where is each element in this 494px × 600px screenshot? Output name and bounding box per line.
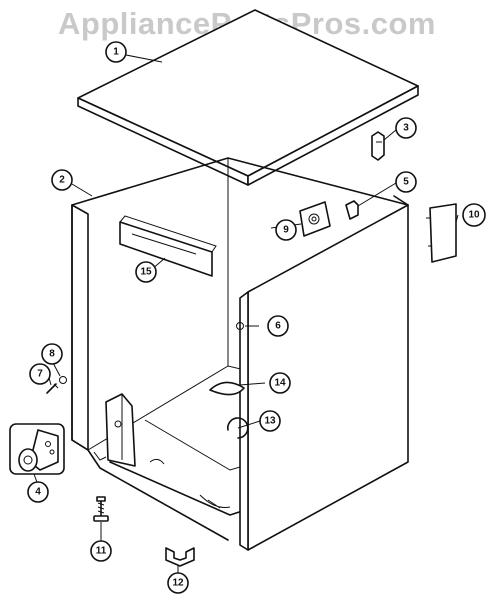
callout-13: 13 (259, 410, 281, 432)
callout-14-label: 14 (274, 378, 286, 389)
cabinet (71, 157, 409, 551)
callout-12: 12 (167, 572, 189, 594)
callout-4: 4 (27, 481, 49, 503)
callout-2: 2 (51, 169, 73, 191)
callout-8-label: 8 (49, 349, 55, 360)
callout-3: 3 (395, 117, 417, 139)
callout-8: 8 (41, 343, 63, 365)
callout-9-label: 9 (283, 225, 289, 236)
callout-9: 9 (275, 219, 297, 241)
callout-15: 15 (135, 261, 157, 283)
top-panel (77, 9, 419, 186)
callout-6-label: 6 (275, 321, 281, 332)
callout-7: 7 (29, 363, 51, 385)
part-10-cover (426, 203, 457, 263)
callout-2-label: 2 (59, 175, 65, 186)
part-9-plate (299, 201, 331, 237)
callout-15-label: 15 (140, 267, 152, 278)
part-5-bracket (345, 200, 359, 220)
part-4-assembly (9, 423, 65, 475)
callout-14: 14 (269, 372, 291, 394)
callout-13-label: 13 (264, 416, 276, 427)
callout-1-label: 1 (113, 47, 119, 58)
callout-4-label: 4 (35, 487, 41, 498)
callout-7-label: 7 (37, 369, 43, 380)
callout-12-label: 12 (172, 578, 184, 589)
part-7-screw (46, 383, 59, 394)
callout-3-label: 3 (403, 123, 409, 134)
callout-5-label: 5 (403, 177, 409, 188)
part-11-leveling-leg (93, 496, 109, 522)
callout-10-label: 10 (468, 210, 480, 221)
callout-5: 5 (395, 171, 417, 193)
callout-1: 1 (105, 41, 127, 63)
part-8-nut (59, 376, 67, 384)
callout-11: 11 (90, 540, 112, 562)
part-3-clip (371, 131, 385, 161)
callout-6: 6 (267, 315, 289, 337)
callout-11-label: 11 (96, 546, 107, 557)
callout-10: 10 (462, 203, 486, 227)
part-12-bracket (165, 547, 195, 567)
